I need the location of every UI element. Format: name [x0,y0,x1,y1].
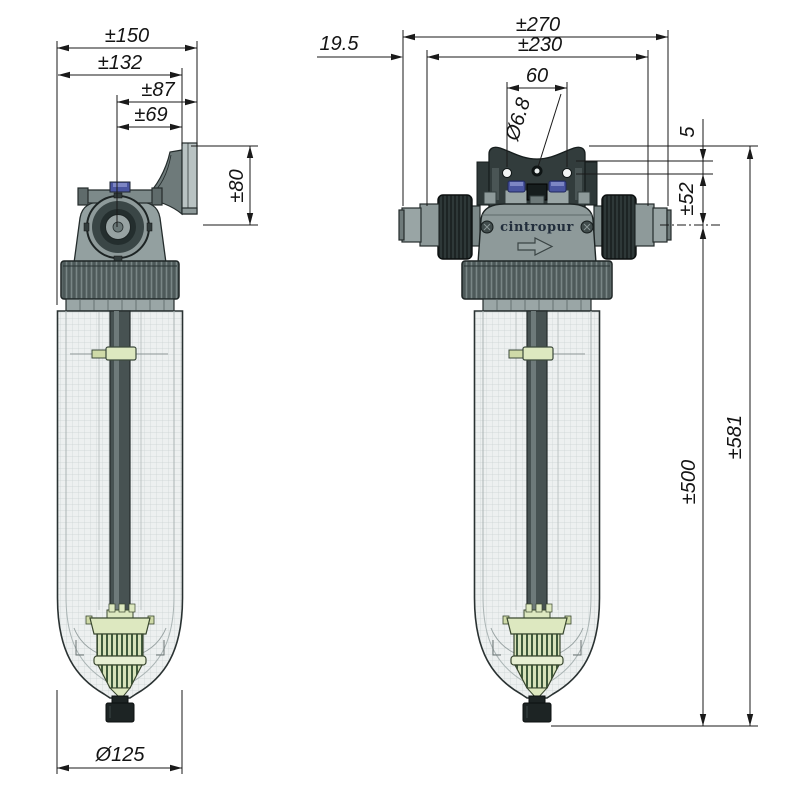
svg-text:60: 60 [526,65,548,87]
flow-arrow-icon [517,237,554,256]
dim-overall-height: ±581 [724,146,754,726]
bowl-inner-wall [482,311,592,682]
svg-text:±230: ±230 [518,34,562,56]
svg-text:Ø125: Ø125 [95,744,146,766]
sleeve-edges [98,312,142,610]
svg-text:±87: ±87 [141,79,175,101]
mount-hole-right [562,168,572,178]
dim-connector-length: 19.5 [317,33,403,61]
center-rod-highlight [531,311,536,619]
reference-lines-right [551,145,758,727]
dim-center-to-wall: ±87 [116,79,197,227]
clip-arm [508,349,524,359]
svg-text:5: 5 [677,126,699,138]
front-view-dimensions: ±270 ±230 19.5 60 Ø6.8 [317,14,758,727]
vent-cluster [483,180,591,207]
brand-label: cintropur [500,220,574,235]
bracket-plate [181,142,198,215]
svg-text:Ø6.8: Ø6.8 [501,95,535,144]
svg-text:±132: ±132 [98,52,142,74]
turbine [502,603,572,700]
dim-bracket-height: ±80 [191,145,258,226]
side-view [56,142,198,723]
clip-body [105,346,137,361]
ring-nut [461,260,613,300]
vent-screw-highlight [113,183,127,187]
sleeve-edges [515,312,559,610]
dim-hole-spacing: 60 [506,65,568,167]
dim-center-to-plate: ±69 [117,104,182,131]
port-circle [83,192,153,262]
head-body [477,203,597,264]
clip-body [522,346,554,361]
bowl-inner-hooks [492,640,582,656]
ring-nut [60,260,180,300]
dim-overall-width-front: ±270 [402,14,669,206]
collar [482,298,592,312]
collar [65,298,175,312]
drain-plug [522,702,552,723]
svg-text:±270: ±270 [516,14,560,36]
clamp-end-left [77,187,89,206]
svg-text:±500: ±500 [678,460,700,504]
svg-text:±52: ±52 [676,182,698,215]
bowl-inner-wall [65,311,175,682]
head-screw-right [580,220,594,234]
bracket-foot [181,207,198,215]
svg-text:±80: ±80 [226,169,248,202]
dim-holes-to-axis: ±52 [676,174,707,225]
outlet-port [593,194,672,260]
turbine [85,603,155,700]
dim-overall-width-side: ±150 [56,25,198,305]
svg-text:±150: ±150 [105,25,149,47]
head-screw-left [480,220,494,234]
svg-text:±581: ±581 [724,415,746,459]
front-view: cintropur [398,146,672,723]
center-rod-highlight [114,311,119,619]
svg-text:±69: ±69 [134,104,167,126]
svg-text:19.5: 19.5 [320,33,360,55]
dim-bowl-diameter: Ø125 [56,690,183,774]
drain-plug [105,702,135,723]
mount-hole-left [502,168,512,178]
clamp-end-right [151,187,163,206]
dim-axis-to-bottom: ±500 [678,227,707,726]
side-view-dimensions: ±150 ±132 ±87 ±69 ±80 [56,25,258,774]
dim-body-width-side: ±132 [58,52,183,146]
inlet-port [398,194,481,260]
bowl-inner-hooks [75,640,165,656]
dim-union-width: ±230 [426,34,649,206]
clip-arm [91,349,107,359]
